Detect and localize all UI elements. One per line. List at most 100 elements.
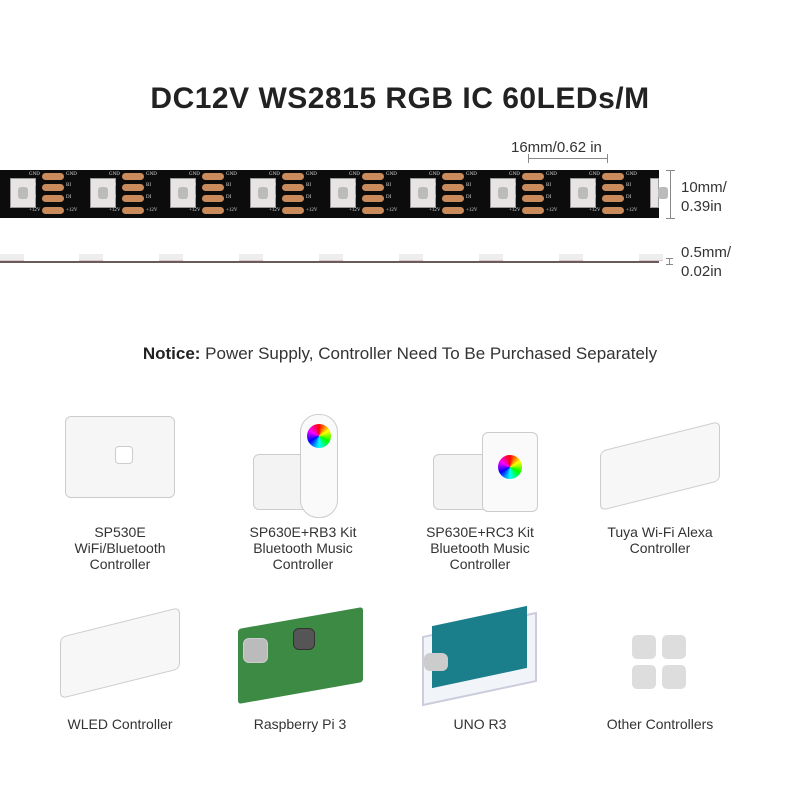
- pad-label: BI: [146, 183, 151, 188]
- color-wheel-icon: [307, 424, 331, 448]
- solder-pad: [442, 184, 464, 191]
- width-label-line1: 10mm/: [681, 179, 727, 196]
- caption-line: UNO R3: [453, 716, 507, 732]
- pad-label: DO: [109, 195, 117, 200]
- pad-label: BI: [306, 183, 311, 188]
- width-dimension-line: [670, 170, 671, 219]
- pad-label: DO: [349, 195, 357, 200]
- caption-line: Controller: [629, 540, 691, 556]
- pad-label: GND: [189, 172, 200, 177]
- pad-label: BO: [429, 183, 436, 188]
- pad-label: +12V: [349, 208, 361, 213]
- led-chip: [10, 178, 36, 208]
- caption-line: Tuya Wi-Fi Alexa: [607, 524, 713, 540]
- pad-label: DO: [509, 195, 517, 200]
- pad-label: DI: [626, 195, 632, 200]
- product-other-controllers[interactable]: Other Controllers: [570, 598, 750, 732]
- product-wled-controller[interactable]: WLED Controller: [30, 598, 210, 732]
- notice: Notice: Power Supply, Controller Need To…: [0, 344, 800, 364]
- led-chip: [410, 178, 436, 208]
- pitch-dimension-line: [528, 158, 608, 159]
- product-uno-r3[interactable]: UNO R3: [390, 598, 570, 732]
- product-raspberry-pi-3[interactable]: Raspberry Pi 3: [210, 598, 390, 732]
- solder-pad: [442, 207, 464, 214]
- sp630e-rb3-kit-image: [213, 410, 393, 520]
- pad-label: BI: [546, 183, 551, 188]
- solder-pad: [362, 184, 384, 191]
- pad-label: BO: [29, 183, 36, 188]
- pitch-tick-right: [607, 154, 608, 163]
- pad-label: BO: [589, 183, 596, 188]
- solder-pad: [202, 207, 224, 214]
- pad-label: BI: [226, 183, 231, 188]
- pad-label: +12V: [109, 208, 121, 213]
- side-connector: [79, 254, 103, 261]
- pad-label: DI: [226, 195, 232, 200]
- pad-label: GND: [386, 172, 397, 177]
- solder-pad: [202, 173, 224, 180]
- pad-label: +12V: [429, 208, 441, 213]
- pad-label: +12V: [546, 208, 558, 213]
- solder-pad: [602, 195, 624, 202]
- pad-label: +12V: [66, 208, 78, 213]
- caption-line: Bluetooth Music: [253, 540, 353, 556]
- led-chip: [250, 178, 276, 208]
- pad-label: +12V: [386, 208, 398, 213]
- pad-label: +12V: [306, 208, 318, 213]
- solder-pad: [282, 173, 304, 180]
- pad-label: +12V: [29, 208, 41, 213]
- pad-label: GND: [66, 172, 77, 177]
- caption-line: Controller: [89, 556, 151, 572]
- pad-label: GND: [589, 172, 600, 177]
- side-connector: [399, 254, 423, 261]
- caption-line: WiFi/Bluetooth: [74, 540, 166, 556]
- led-chip: [490, 178, 516, 208]
- pad-label: DI: [466, 195, 472, 200]
- led-chip: [170, 178, 196, 208]
- solder-pad: [602, 207, 624, 214]
- pad-label: DO: [269, 195, 277, 200]
- thickness-dimension-line: [669, 258, 670, 265]
- caption-line: Other Controllers: [606, 716, 714, 732]
- pad-label: BO: [269, 183, 276, 188]
- side-connector: [559, 254, 583, 261]
- pad-label: GND: [146, 172, 157, 177]
- pad-label: DI: [546, 195, 552, 200]
- led-chip: [330, 178, 356, 208]
- solder-pad: [122, 195, 144, 202]
- pitch-label: 16mm/0.62 in: [511, 139, 602, 156]
- solder-pad: [282, 207, 304, 214]
- caption-line: Controller: [272, 556, 334, 572]
- pad-label: DO: [429, 195, 437, 200]
- side-connector: [639, 254, 663, 261]
- solder-pad: [202, 184, 224, 191]
- pad-label: BO: [509, 183, 516, 188]
- arduino-uno-image: [390, 598, 570, 708]
- thickness-label-line1: 0.5mm/: [681, 244, 732, 261]
- caption-line: Bluetooth Music: [430, 540, 530, 556]
- solder-pad: [42, 195, 64, 202]
- width-tick-top: [666, 170, 675, 171]
- pad-label: DI: [386, 195, 392, 200]
- solder-pad: [442, 173, 464, 180]
- solder-pad: [442, 195, 464, 202]
- pad-label: GND: [269, 172, 280, 177]
- pad-label: +12V: [269, 208, 281, 213]
- pad-label: +12V: [626, 208, 638, 213]
- side-connector: [239, 254, 263, 261]
- width-label-line2: 0.39in: [681, 198, 722, 215]
- solder-pad: [362, 173, 384, 180]
- pad-label: +12V: [189, 208, 201, 213]
- width-tick-bottom: [666, 218, 675, 219]
- pad-label: GND: [429, 172, 440, 177]
- solder-pad: [602, 184, 624, 191]
- grid-icon: [570, 598, 750, 708]
- pad-label: GND: [226, 172, 237, 177]
- sp530e-controller-image: [30, 410, 210, 520]
- pad-label: DO: [29, 195, 37, 200]
- notice-text: Power Supply, Controller Need To Be Purc…: [200, 344, 658, 363]
